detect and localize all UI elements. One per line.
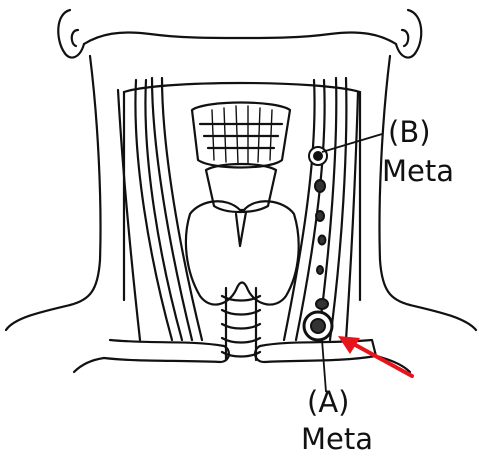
leader-line-b [322, 134, 382, 152]
lymph-node [315, 180, 325, 192]
lymph-node [319, 236, 326, 245]
red-arrow-icon [338, 336, 412, 376]
thyroid-gland [186, 201, 299, 304]
label-b-text: Meta [382, 156, 454, 186]
lymph-node [316, 211, 324, 221]
left-ear-inner [72, 30, 78, 46]
right-ear-inner [402, 30, 408, 46]
label-a-letter: (A) [307, 387, 349, 417]
lymph-node [317, 266, 323, 274]
left-ear [58, 10, 84, 58]
neck-right-side [379, 56, 476, 330]
label-a-text: Meta [301, 424, 373, 454]
right-clavicle [255, 340, 376, 362]
larynx [192, 103, 290, 213]
left-clavicle [104, 340, 229, 362]
neck-left-side [6, 56, 101, 330]
label-b-letter: (B) [388, 117, 431, 147]
head-outline [84, 32, 396, 44]
lymph-node [316, 299, 328, 309]
